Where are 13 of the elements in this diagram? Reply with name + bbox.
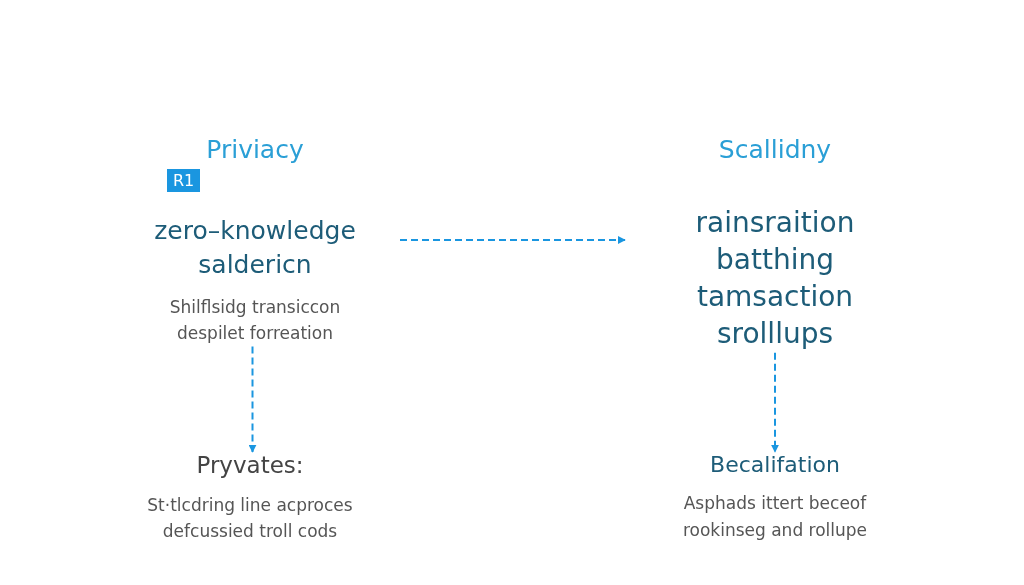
description-text: St·tlcdring line acproces defcussied troll cods <box>146 493 354 543</box>
tag-badge: R1 <box>167 169 201 193</box>
description-text: Shilflsidg transiccon despilet forreation <box>168 295 342 346</box>
term-text: rainsraition batthing tamsaction srolllups <box>694 205 856 352</box>
term-text: zero–knowledge saldericn <box>153 215 357 281</box>
heading: Becalifation <box>709 452 841 479</box>
heading: Scallidny <box>717 135 833 165</box>
dashed-arrow <box>399 236 626 244</box>
description-text: Asphads ittert beceof rookinseg and rollupe <box>681 492 869 542</box>
dashed-arrow <box>248 345 257 453</box>
heading: Priviacy <box>205 135 305 165</box>
dashed-arrow <box>771 351 779 453</box>
heading: Pryvates: <box>195 452 305 480</box>
